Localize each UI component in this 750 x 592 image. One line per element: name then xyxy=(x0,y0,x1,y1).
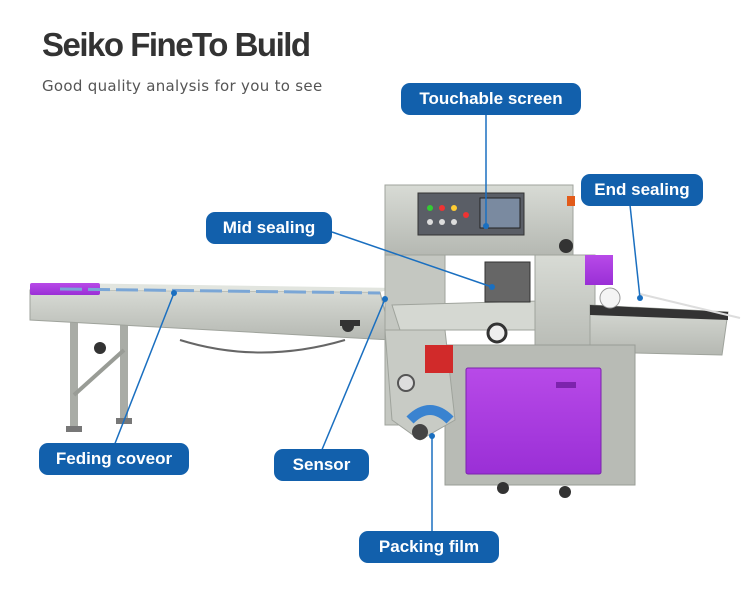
sealing-section xyxy=(391,239,741,361)
leader-lines xyxy=(113,114,641,533)
label-touchable-screen: Touchable screen xyxy=(401,83,581,115)
lower-cabinet xyxy=(444,344,636,498)
leader-line-endpoints xyxy=(171,223,643,439)
label-end-sealing: End sealing xyxy=(581,174,703,206)
label-sensor: Sensor xyxy=(274,449,369,481)
page-title: Seiko FineTo Build xyxy=(42,26,311,63)
label-feeding-conveyor: Feding coveor xyxy=(39,443,189,475)
label-mid-sealing: Mid sealing xyxy=(206,212,332,244)
page-subtitle: Good quality analysis for you to see xyxy=(42,77,323,95)
film-roll-area xyxy=(384,329,456,441)
label-packing-film: Packing film xyxy=(359,531,499,563)
feeding-conveyor xyxy=(29,283,395,354)
conveyor-legs xyxy=(66,318,132,432)
